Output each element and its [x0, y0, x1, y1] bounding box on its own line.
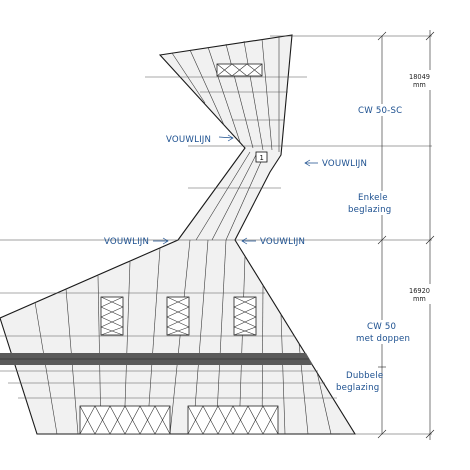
zone-dimension [377, 31, 387, 439]
arrow-right-icon [218, 134, 234, 142]
upper-glazing-line1: Enkele [358, 193, 388, 203]
svg-text:VOUWLIJN: VOUWLIJN [166, 135, 211, 145]
fold-guides [0, 35, 432, 435]
fold-label-upper-right: VOUWLIJN [304, 159, 367, 169]
upper-zone-labels: CW 50-SC Enkele beglazing 18049 mm [348, 70, 434, 215]
svg-text:VOUWLIJN: VOUWLIJN [322, 159, 367, 169]
upper-height-value: 18049 [409, 73, 430, 81]
lower-glazing-line2: beglazing [336, 383, 379, 393]
lower-system-line2: met doppen [356, 334, 410, 344]
entrance-doors [79, 405, 279, 435]
lower-system-line1: CW 50 [367, 322, 396, 332]
upper-height-unit: mm [413, 81, 426, 89]
lower-glazing-line1: Dubbele [346, 371, 383, 381]
lower-height-value: 16920 [409, 287, 430, 295]
detail-tag: 1 [255, 151, 268, 163]
fold-label-upper-left: VOUWLIJN [166, 134, 234, 145]
fold-label-lower-left: VOUWLIJN [104, 237, 169, 247]
spandrel-band [0, 353, 318, 372]
height-dimension [425, 30, 435, 440]
arrow-left-icon [241, 237, 256, 245]
lower-vent-panels [100, 296, 257, 336]
lower-zone-labels: CW 50 met doppen Dubbele beglazing 16920… [335, 284, 434, 393]
neck-mullions [188, 151, 281, 241]
upper-glazing-line2: beglazing [348, 205, 391, 215]
upper-wing-mullions [145, 37, 307, 152]
upper-system-label: CW 50-SC [358, 106, 402, 116]
arrow-right-icon [153, 237, 169, 245]
facade-outline [0, 34, 356, 435]
arrow-left-icon [304, 159, 318, 167]
lower-height-unit: mm [413, 295, 426, 303]
upper-vent-panel [216, 63, 263, 77]
fold-label-lower-right: VOUWLIJN [241, 237, 305, 247]
lower-body-mullions [0, 239, 337, 435]
svg-text:VOUWLIJN: VOUWLIJN [104, 237, 149, 247]
detail-tag-number: 1 [260, 154, 264, 162]
svg-text:VOUWLIJN: VOUWLIJN [260, 237, 305, 247]
